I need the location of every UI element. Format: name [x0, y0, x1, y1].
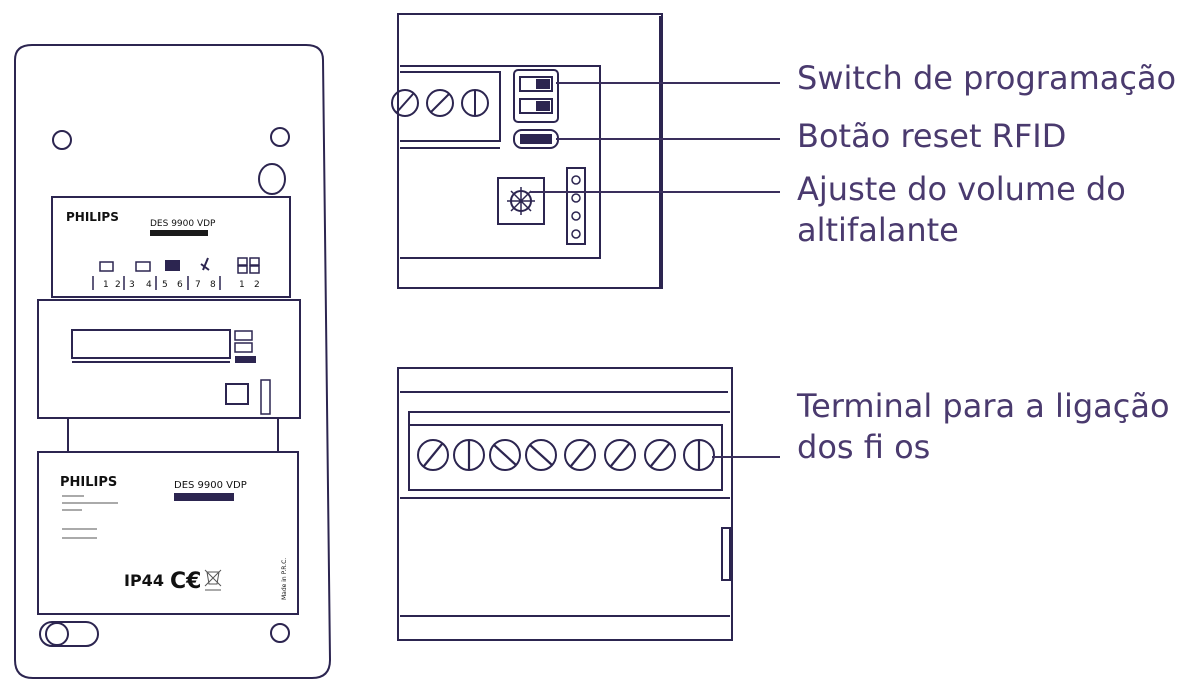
recycle-bin-icon	[204, 569, 222, 591]
terminal-number-1: 1	[103, 280, 109, 290]
leader-lines	[530, 82, 780, 458]
terminal-number-7: 7	[195, 280, 201, 290]
ce-mark: C€	[170, 569, 201, 594]
terminal-number-6: 6	[177, 280, 183, 290]
terminal-number-2: 2	[115, 280, 121, 290]
reset-callout-label: Botão reset RFID	[797, 117, 1067, 155]
terminal-number-8: 8	[210, 280, 216, 290]
dip-number-2: 2	[254, 280, 260, 290]
terminal-number-4: 4	[146, 280, 152, 290]
programming-zoom-view	[391, 13, 663, 289]
dip-number-1: 1	[239, 280, 245, 290]
bottom-label-model: DES 9900 VDP	[174, 480, 247, 491]
terminal-callout-label-line1: Terminal para a ligação	[797, 387, 1170, 425]
terminal-number-5: 5	[162, 280, 168, 290]
volume-callout-label-line1: Ajuste do volume do	[797, 170, 1126, 208]
terminal-number-3: 3	[129, 280, 135, 290]
top-label-brand: PHILIPS	[66, 210, 119, 224]
volume-callout-label-line2: altifalante	[797, 211, 959, 249]
switch-callout-label: Switch de programação	[797, 59, 1177, 97]
terminal-callout-label-line2: dos fi os	[797, 428, 931, 466]
top-label-model: DES 9900 VDP	[150, 219, 216, 229]
terminal-zoom-view	[397, 367, 733, 641]
device-back-view	[14, 44, 332, 679]
bottom-label-brand: PHILIPS	[60, 475, 117, 490]
made-in-label: Made in P.R.C.	[281, 558, 288, 600]
rating-label: IP44	[124, 571, 164, 590]
